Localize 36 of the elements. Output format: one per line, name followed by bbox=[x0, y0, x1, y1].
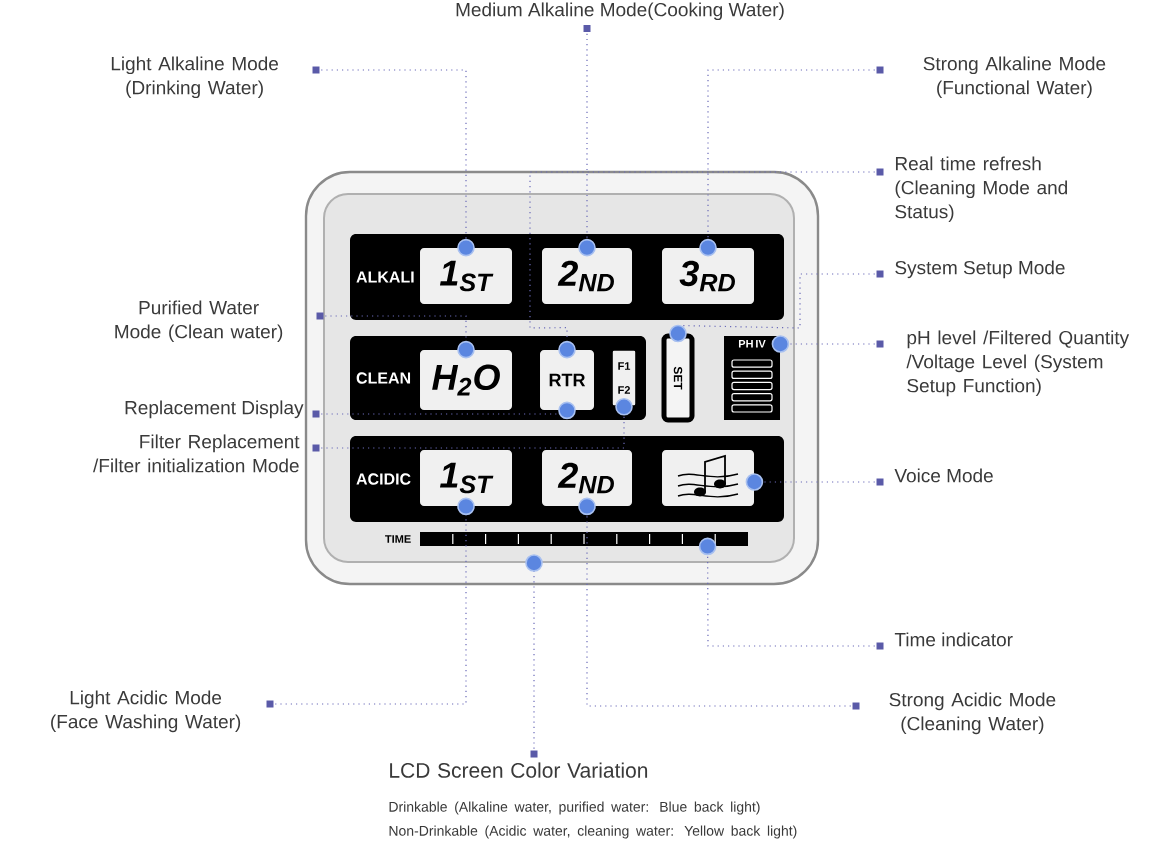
mode-segment: 1$_{ST}$ bbox=[420, 450, 512, 506]
leader-line bbox=[578, 497, 860, 710]
leader-line bbox=[771, 335, 884, 353]
time-bar bbox=[420, 532, 748, 546]
callout-text: Replacement Display bbox=[125, 400, 304, 419]
callout-text: Strong Acidic Mode (Cleaning Water) bbox=[889, 692, 1056, 735]
callout-text: pH level /Filtered Quantity /Voltage Level (System Setup Function) bbox=[906, 330, 1130, 397]
callout-text: Strong Alkaline Mode (Functional Water) bbox=[923, 56, 1106, 99]
callout-text: Voice Mode bbox=[894, 468, 993, 483]
leader-line bbox=[529, 168, 884, 359]
leader-line bbox=[669, 270, 884, 343]
mode-segment: 3$_{RD}$ bbox=[662, 248, 754, 304]
leader-line bbox=[312, 398, 633, 452]
water-segment: H$_{2}$O bbox=[420, 350, 512, 410]
callout-text: Real time refresh (Cleaning Mode and Status) bbox=[895, 156, 1067, 223]
leader-line bbox=[578, 25, 596, 257]
mode-segment: 2$_{ND}$ bbox=[542, 450, 632, 506]
leader-line bbox=[312, 66, 475, 257]
leader-line bbox=[312, 401, 576, 420]
music-segment bbox=[662, 450, 754, 506]
refresh-indicator: RTR bbox=[540, 350, 594, 410]
callout-text: System Setup Mode bbox=[895, 260, 1065, 279]
leader-line bbox=[316, 312, 475, 359]
leader-line bbox=[699, 66, 884, 257]
callout-text: Medium Alkaline Mode(Cooking Water) bbox=[456, 2, 784, 21]
leader-line bbox=[525, 554, 543, 758]
callout-text: Light Acidic Mode (Face Washing Water) bbox=[51, 690, 241, 733]
callout-text: Filter Replacement /Filter initialization Mode bbox=[93, 434, 300, 473]
callout-text: Light Alkaline Mode (Drinking Water) bbox=[111, 56, 278, 99]
mode-segment: 2$_{ND}$ bbox=[542, 248, 632, 304]
callout-text: Purified Water Mode (Clean water) bbox=[115, 300, 283, 343]
callout-text: Time indicator bbox=[894, 632, 1013, 647]
leader-line bbox=[745, 473, 884, 491]
leader-line bbox=[266, 497, 475, 708]
leader-line bbox=[698, 537, 884, 650]
mode-segment: 1$_{ST}$ bbox=[420, 248, 512, 304]
